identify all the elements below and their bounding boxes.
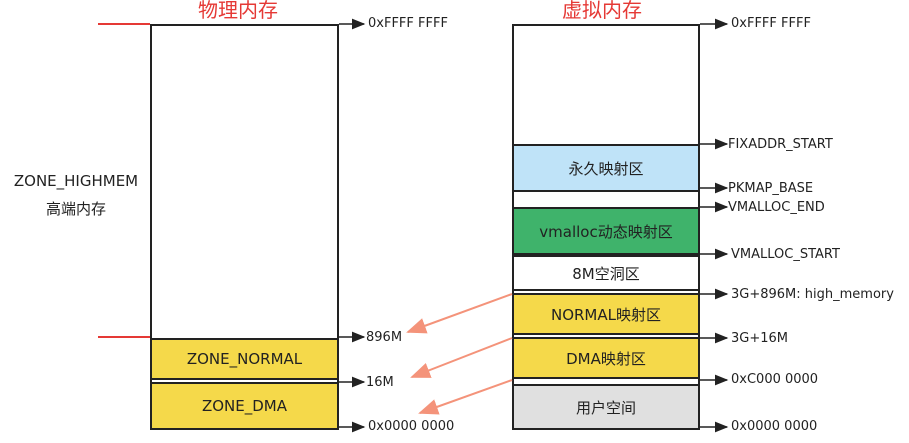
virt-addr-high-memory: 3G+896M: high_memory: [731, 287, 894, 302]
normal-map-to-896m-arrow: [406, 293, 513, 334]
dma-map-to-16m-arrow: [410, 337, 513, 378]
phys-addr-896m: 896M: [366, 330, 403, 345]
dma-map-to-zero-arrow: [418, 379, 513, 415]
virt-addr-fixaddr-start: FIXADDR_START: [728, 137, 833, 152]
gap-8m-block: 8M空洞区: [512, 255, 700, 291]
zone-dma-block: ZONE_DMA: [150, 382, 339, 430]
virt-addr-top: 0xFFFF FFFF: [731, 16, 811, 31]
virt-addr-c000: 0xC000 0000: [731, 372, 819, 387]
virt-addr-pkmap-base: PKMAP_BASE: [728, 181, 814, 196]
permanent-map-block: 永久映射区: [512, 144, 700, 192]
virt-addr-bottom: 0x0000 0000: [731, 419, 818, 434]
virt-addr-3g16m: 3G+16M: [731, 331, 788, 346]
highmem-cn-label: 高端内存: [45, 200, 106, 218]
user-space-block: 用户空间: [512, 384, 700, 430]
phys-addr-top: 0xFFFF FFFF: [368, 16, 448, 31]
virt-addr-vmalloc-end: VMALLOC_END: [728, 200, 825, 215]
zone-highmem-label: ZONE_HIGHMEM: [13, 172, 139, 190]
virtual-memory-title: 虚拟内存: [562, 0, 642, 22]
normal-map-block: NORMAL映射区: [512, 293, 700, 335]
physical-memory-title: 物理内存: [198, 0, 278, 22]
vmalloc-block: vmalloc动态映射区: [512, 207, 700, 255]
phys-addr-bottom: 0x0000 0000: [368, 419, 455, 434]
dma-map-block: DMA映射区: [512, 337, 700, 379]
virt-addr-vmalloc-start: VMALLOC_START: [731, 247, 840, 262]
zone-normal-block: ZONE_NORMAL: [150, 338, 339, 380]
phys-addr-16m: 16M: [366, 375, 394, 390]
